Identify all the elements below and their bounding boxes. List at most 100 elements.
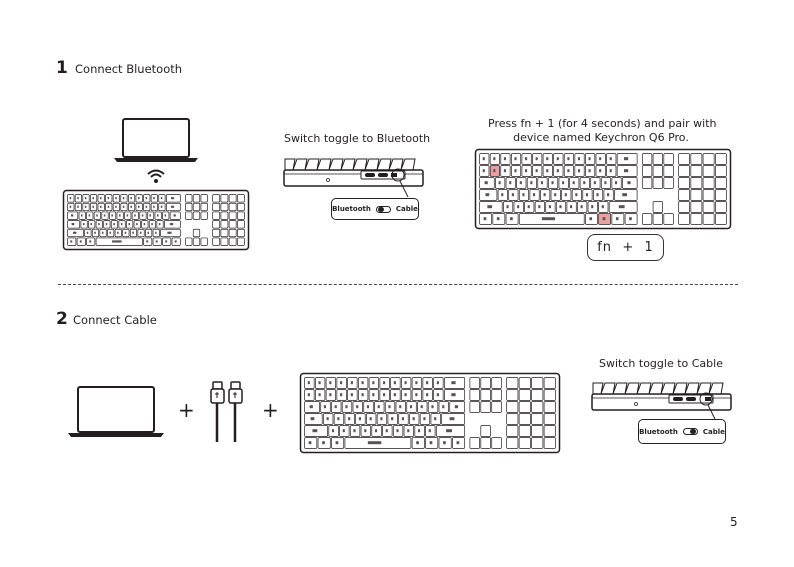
numpad-key [213, 212, 220, 219]
nav-key [481, 390, 491, 401]
numpad-key [507, 402, 518, 413]
pair-caption-line-1: Press fn + 1 (for 4 seconds) and pair wi… [488, 117, 714, 131]
nav-key [193, 238, 200, 245]
numpad-key [532, 390, 543, 401]
numpad-key [213, 238, 220, 245]
keyboard-side-view [283, 153, 425, 191]
fn-key-label: fn [597, 240, 612, 255]
numpad-key [691, 214, 702, 225]
nav-key [664, 154, 674, 165]
numpad-key [544, 378, 555, 389]
numpad-key [519, 426, 530, 437]
nav-key [653, 166, 663, 177]
switch-caption-bluetooth: Switch toggle to Bluetooth [284, 132, 420, 146]
numpad-key [532, 378, 543, 389]
nav-key [201, 203, 208, 210]
numpad-key [519, 378, 530, 389]
numpad-key [221, 195, 228, 202]
numpad-key [237, 203, 244, 210]
numpad-key [237, 238, 244, 245]
numpad-key [544, 414, 555, 425]
nav-key [186, 238, 193, 245]
numpad-key [679, 214, 690, 225]
nav-key [642, 178, 652, 189]
numpad-key [532, 402, 543, 413]
nav-key [186, 212, 193, 219]
numpad-key [691, 154, 702, 165]
nav-key [642, 154, 652, 165]
nav-key [492, 402, 502, 413]
laptop-icon [113, 118, 199, 164]
toggle-label-cable-2: Cable [703, 428, 725, 436]
numpad-key [544, 402, 555, 413]
numpad-key [715, 202, 726, 213]
one-key-label: 1 [644, 240, 653, 255]
numpad-key [703, 202, 714, 213]
numpad-key [715, 178, 726, 189]
toggle-label-bluetooth-2: Bluetooth [639, 428, 678, 436]
numpad-key [544, 390, 555, 401]
numpad-key [715, 190, 726, 201]
numpad-key [229, 229, 236, 236]
switch-caption-cable: Switch toggle to Cable [593, 357, 729, 371]
numpad-key [237, 221, 244, 228]
numpad-key [237, 195, 244, 202]
nav-key [492, 378, 502, 389]
numpad-key [703, 178, 714, 189]
numpad-key [507, 378, 518, 389]
numpad-key [229, 221, 236, 228]
numpad-key [532, 438, 543, 449]
toggle-label-bluetooth: Bluetooth [332, 205, 371, 213]
step-2-number: 2 [56, 309, 67, 329]
nav-key [664, 166, 674, 177]
nav-key [201, 238, 208, 245]
keyboard-side-view-2 [591, 377, 733, 415]
keyboard-illustration-2 [300, 373, 560, 453]
toggle-switch-icon-2 [683, 428, 698, 435]
nav-key [193, 212, 200, 219]
numpad-key [519, 438, 530, 449]
nav-key [653, 214, 663, 225]
nav-key [653, 202, 663, 213]
numpad-key [691, 202, 702, 213]
nav-key [201, 212, 208, 219]
pair-caption-line-2: device named Keychron Q6 Pro. [488, 131, 714, 145]
nav-key [470, 390, 480, 401]
numpad-key [703, 166, 714, 177]
numpad-key [519, 390, 530, 401]
numpad-key [229, 212, 236, 219]
nav-key [470, 438, 480, 449]
plus-label: + [622, 240, 634, 255]
numpad-key [237, 212, 244, 219]
side-view-outline [284, 159, 423, 197]
plus-sign-2: + [262, 398, 279, 422]
numpad-key [213, 203, 220, 210]
numpad-key [213, 221, 220, 228]
numpad-key [237, 229, 244, 236]
nav-key [642, 214, 652, 225]
numpad-key [679, 202, 690, 213]
numpad-key [229, 195, 236, 202]
side-view-outline [592, 383, 731, 421]
bluetooth-cable-toggle-2: Bluetooth Cable [638, 419, 726, 444]
keyboard-illustration [63, 190, 249, 250]
numpad-key [507, 426, 518, 437]
numpad-key [507, 414, 518, 425]
numpad-key [221, 221, 228, 228]
step-1-number: 1 [56, 58, 67, 78]
numpad-key [679, 178, 690, 189]
nav-key [481, 438, 491, 449]
laptop-icon-2 [67, 386, 165, 438]
toggle-label-cable: Cable [396, 205, 418, 213]
numpad-key [544, 438, 555, 449]
numpad-key [507, 390, 518, 401]
nav-key [186, 195, 193, 202]
section-divider [58, 284, 738, 285]
numpad-key [221, 238, 228, 245]
numpad-key [715, 214, 726, 225]
nav-key [186, 203, 193, 210]
nav-key [481, 426, 491, 437]
nav-key [470, 378, 480, 389]
numpad-key [703, 154, 714, 165]
nav-key [193, 195, 200, 202]
